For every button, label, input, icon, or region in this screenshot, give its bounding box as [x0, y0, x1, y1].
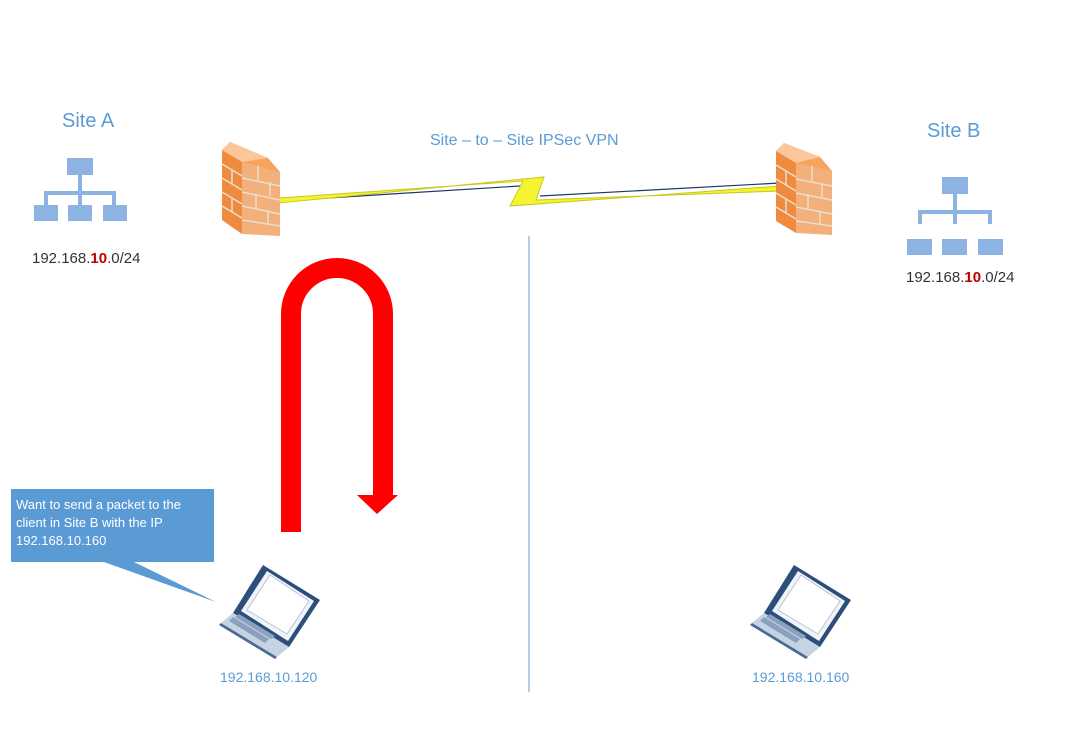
site-b-title: Site B [927, 120, 981, 142]
site-b-network-icon [907, 177, 1003, 255]
firewall-icon [221, 142, 281, 236]
lightning-link-icon [278, 176, 781, 207]
laptop-icon [750, 565, 851, 659]
callout-text: Want to send a packet to the client in S… [16, 497, 182, 548]
site-b-subnet: 192.168.10.0/24 [906, 269, 1015, 286]
firewall-icon [775, 143, 833, 235]
site-a-client-ip: 192.168.10.120 [220, 669, 318, 685]
u-turn-arrow-icon [281, 258, 398, 532]
site-a-title: Site A [62, 110, 115, 132]
site-a-subnet: 192.168.10.0/24 [32, 250, 141, 267]
laptop-icon [219, 565, 320, 659]
vpn-label: Site – to – Site IPSec VPN [430, 132, 619, 149]
callout-shape [11, 489, 216, 602]
site-b-client-ip: 192.168.10.160 [752, 669, 850, 685]
site-a-network-icon [34, 158, 127, 221]
